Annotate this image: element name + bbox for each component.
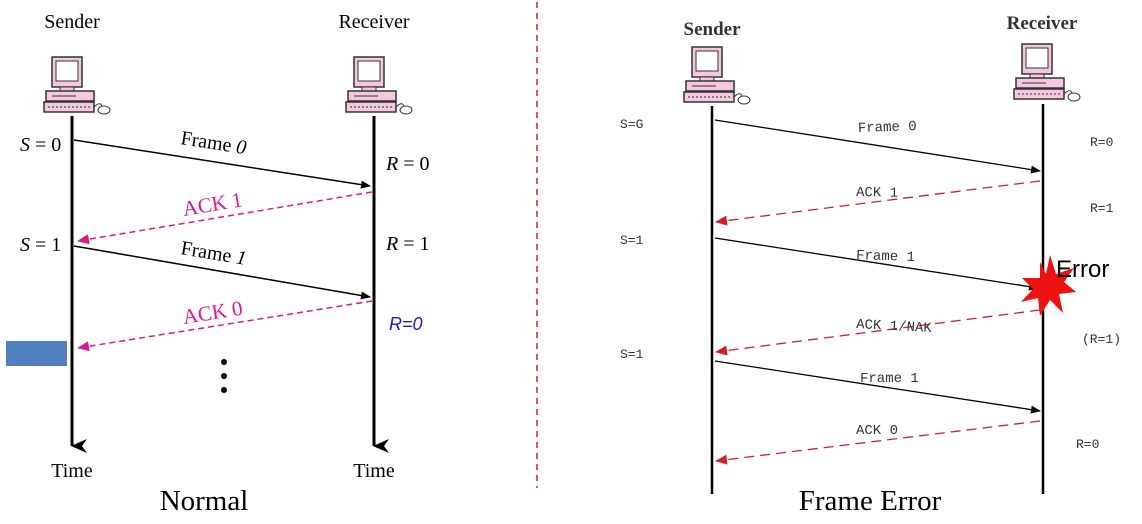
frame0-arrow bbox=[73, 139, 371, 189]
normal-sender-label: Sender bbox=[44, 11, 100, 33]
continuation-dot bbox=[221, 359, 227, 365]
sender-computer-icon bbox=[43, 56, 111, 115]
error-frame0-label: Frame 0 bbox=[858, 119, 917, 137]
error-ack1-arrow bbox=[715, 180, 1041, 226]
error-frame1-label: Frame 1 bbox=[856, 248, 915, 266]
normal-panel: Sender Receiver Frame 0 Frame 1 ACK 1 AC… bbox=[6, 11, 430, 517]
frame-error-panel: Sender Receiver Frame 0 ACK 1 Frame 1 AC… bbox=[620, 13, 1121, 517]
error-receiver-label: Receiver bbox=[1007, 13, 1078, 34]
sender-time-label: Time bbox=[51, 460, 93, 482]
continuation-dot bbox=[221, 387, 227, 393]
error-burst-icon bbox=[1021, 255, 1076, 316]
frame-error-caption: Frame Error bbox=[799, 485, 942, 517]
error-frame1-resend-arrow bbox=[714, 360, 1041, 414]
frame0-label: Frame 0 bbox=[179, 127, 248, 159]
receiver-state-r0: R = 0 bbox=[385, 153, 430, 175]
ack1-label: ACK 1 bbox=[181, 187, 244, 221]
error-ack1-label: ACK 1 bbox=[856, 185, 898, 202]
frame1-arrow bbox=[73, 245, 371, 300]
frame1-label: Frame 1 bbox=[179, 237, 248, 270]
error-sender-state-s0: S=G bbox=[620, 117, 643, 132]
ack0-label: ACK 0 bbox=[181, 296, 244, 329]
receiver-state-r1: R = 1 bbox=[385, 233, 430, 255]
error-frame0-arrow bbox=[714, 119, 1041, 174]
error-sender-computer-icon bbox=[683, 46, 751, 105]
receiver-time-label: Time bbox=[353, 460, 395, 482]
error-receiver-state-r1p: (R=1) bbox=[1082, 332, 1121, 347]
error-receiver-computer-icon bbox=[1013, 43, 1081, 102]
error-ack0-label: ACK 0 bbox=[856, 423, 898, 439]
error-label: Error bbox=[1056, 256, 1109, 283]
error-sender-label: Sender bbox=[684, 19, 742, 40]
error-ack1nak-arrow bbox=[715, 309, 1041, 356]
error-sender-state-s1b: S=1 bbox=[620, 347, 644, 362]
receiver-computer-icon bbox=[345, 56, 413, 115]
error-receiver-state-r0b: R=0 bbox=[1076, 437, 1099, 452]
receiver-state-r-ack: R=0 bbox=[389, 314, 423, 334]
error-ack0-arrow bbox=[715, 420, 1041, 465]
error-frame1-resend-label: Frame 1 bbox=[860, 371, 919, 387]
continuation-dot bbox=[221, 373, 227, 379]
error-sender-state-s1a: S=1 bbox=[620, 233, 644, 248]
error-ack1nak-label: ACK 1/NAK bbox=[856, 317, 933, 337]
normal-receiver-label: Receiver bbox=[338, 11, 409, 33]
sender-state-s1: S = 1 bbox=[20, 234, 61, 256]
error-frame1-arrow bbox=[714, 237, 1039, 291]
error-receiver-state-r1: R=1 bbox=[1090, 201, 1114, 216]
normal-caption: Normal bbox=[160, 485, 249, 517]
highlight-box bbox=[6, 341, 67, 366]
error-receiver-state-r0a: R=0 bbox=[1090, 135, 1113, 150]
sender-state-s0: S = 0 bbox=[20, 134, 61, 156]
